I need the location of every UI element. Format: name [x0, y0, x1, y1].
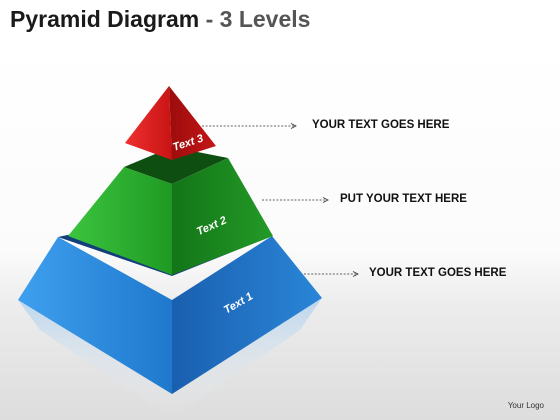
title-separator: - [199, 6, 220, 32]
level-1-right-face [172, 236, 322, 394]
callout-text-3: YOUR TEXT GOES HERE [312, 119, 450, 131]
level-2-left-face [68, 167, 172, 275]
callout-arrow-1 [352, 271, 359, 277]
pyramid-level-3 [125, 86, 216, 160]
level-1-left-face [18, 237, 172, 394]
page-title: Pyramid Diagram - 3 Levels [10, 6, 310, 33]
level-2-right-face [172, 158, 273, 275]
callout-text-2: PUT YOUR TEXT HERE [340, 193, 467, 205]
level-3-left-face [125, 86, 172, 160]
pyramid-level-2 [68, 147, 273, 275]
callout-arrow-2 [322, 197, 329, 203]
level-3-right-face [169, 86, 216, 160]
title-subtitle: 3 Levels [219, 6, 311, 32]
callout-text-1: YOUR TEXT GOES HERE [369, 267, 507, 279]
pyramid-reflection [18, 298, 322, 418]
title-main: Pyramid Diagram [10, 6, 200, 32]
callout-arrow-3 [290, 123, 297, 129]
title-bar: Pyramid Diagram - 3 Levels [0, 0, 560, 44]
callout-connectors [202, 123, 359, 277]
level-2-top-face [124, 147, 228, 184]
logo-placeholder: Your Logo [507, 401, 544, 410]
